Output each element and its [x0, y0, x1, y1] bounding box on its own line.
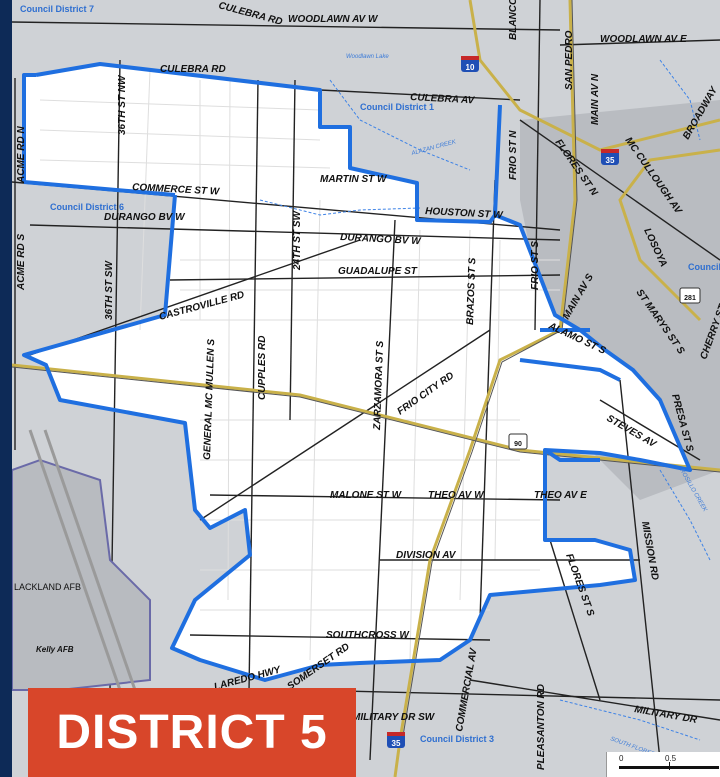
label-frio-s: FRIO ST S: [530, 241, 541, 290]
district-2-label: Council District 2: [688, 262, 720, 272]
scale-bar: 0 0.5: [606, 752, 720, 777]
council-district-labels: Council District 7 Council District 1 Co…: [14, 4, 720, 744]
label-theo-e: THEO AV E: [534, 490, 587, 501]
label-southcross: SOUTHCROSS W: [326, 630, 410, 641]
label-theo-w: THEO AV W: [428, 490, 485, 501]
i35-north-shield-icon: 35: [601, 149, 619, 165]
label-brazos: BRAZOS ST S: [465, 257, 478, 325]
label-zarzamora: ZARZAMORA ST S: [372, 340, 386, 431]
district-1-label: Council District 1: [360, 102, 434, 112]
label-woodlawn-w: WOODLAWN AV W: [288, 14, 379, 25]
lackland-afb-label: LACKLAND AFB: [14, 582, 81, 592]
us90-shield-icon: 90: [508, 433, 528, 450]
label-cupples: CUPPLES RD: [257, 336, 268, 400]
svg-text:35: 35: [606, 156, 615, 165]
label-pleasanton: PLEASANTON RD: [536, 684, 547, 770]
district-title-banner: DISTRICT 5: [28, 688, 356, 777]
creeks: [259, 59, 711, 741]
map-canvas: 10 35 35 90 281: [12, 0, 720, 777]
district-5-area: [24, 64, 690, 680]
district-3-label: Council District 3: [420, 734, 494, 744]
label-blanco: BLANCO: [508, 0, 519, 40]
svg-text:10: 10: [466, 63, 475, 72]
label-houston-st: HOUSTON ST W: [425, 206, 505, 221]
scale-tick: [669, 762, 670, 770]
label-culebra-av: CULEBRA AV: [410, 92, 476, 106]
label-commerce-st: COMMERCE ST W: [132, 182, 221, 198]
label-military-sw: MILITARY DR SW: [352, 712, 436, 723]
label-36th-sw: 36TH ST SW: [104, 260, 115, 320]
i35-south-shield-icon: 35: [387, 732, 405, 748]
svg-text:90: 90: [514, 441, 522, 448]
label-durango-w1: DURANGO BV W: [104, 212, 186, 223]
label-culebra-rd: CULEBRA RD: [160, 64, 226, 75]
svg-text:35: 35: [392, 739, 401, 748]
label-guadalupe: GUADALUPE ST: [338, 266, 418, 277]
highways: [12, 0, 720, 777]
label-general-mcmullen: GENERAL MC MULLEN S: [202, 339, 217, 461]
district-6-label: Council District 6: [50, 202, 124, 212]
district-7-label: Council District 7: [20, 4, 94, 14]
label-acme-n: ACME RD N: [16, 126, 27, 184]
us281-shield-icon: 281: [679, 287, 701, 304]
svg-text:281: 281: [684, 295, 696, 302]
label-division: DIVISION AV: [396, 550, 457, 561]
scale-start: 0: [619, 754, 624, 763]
label-36th-nw: 36TH ST NW: [117, 74, 128, 135]
i10-shield-icon: 10: [461, 56, 479, 72]
label-24th-st: 24TH ST SW: [292, 210, 303, 271]
label-durango-w2: DURANGO BV W: [340, 232, 423, 247]
scale-mid: 0.5: [665, 754, 677, 763]
label-martin-st: MARTIN ST W: [320, 174, 388, 185]
label-san-pedro: SAN PEDRO: [564, 30, 575, 90]
lackland-afb-area: [12, 429, 151, 691]
district-title: DISTRICT 5: [56, 706, 328, 759]
label-frio-n: FRIO ST N: [508, 130, 519, 180]
label-acme-s: ACME RD S: [16, 234, 27, 291]
district-map[interactable]: 10 35 35 90 281: [12, 0, 720, 777]
woodlawn-lake-label: Woodlawn Lake: [346, 54, 389, 60]
label-main-n: MAIN AV N: [590, 73, 601, 125]
highway-shields: 10 35 35 90 281: [387, 56, 701, 748]
label-malone: MALONE ST W: [330, 490, 403, 501]
kelly-afb-label: Kelly AFB: [36, 645, 74, 654]
district-5-boundary: [22, 62, 692, 682]
label-woodlawn-e: WOODLAWN AV E: [600, 34, 687, 45]
